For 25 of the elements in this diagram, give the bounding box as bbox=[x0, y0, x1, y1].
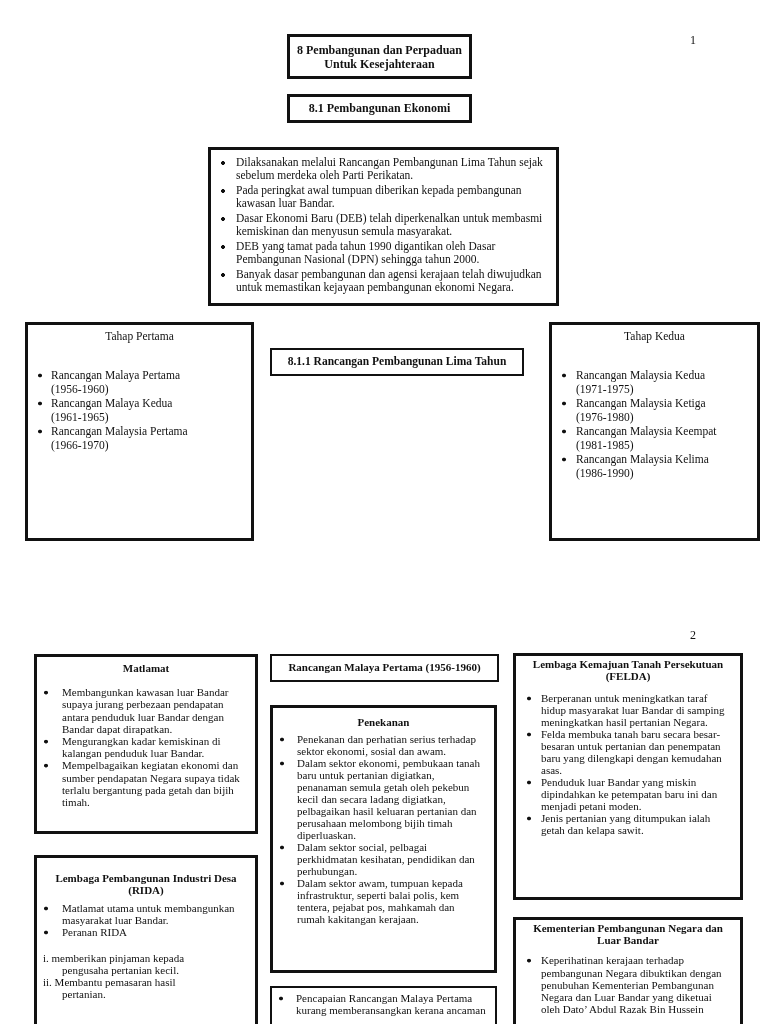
info-panel bbox=[208, 147, 559, 306]
panel-heading: Penekanan bbox=[356, 716, 411, 728]
info-panel bbox=[270, 705, 497, 973]
sub-list-item: ii. Membantu pemasaran hasil pertanian. bbox=[43, 976, 177, 1000]
page-number: 1 bbox=[690, 33, 696, 47]
page-number: 2 bbox=[690, 628, 696, 642]
subsection-heading-box: 8.1.1 Rancangan Pembangunan Lima Tahun bbox=[270, 348, 524, 376]
panel-heading: Lembaga Pembangunan Industri Desa (RIDA) bbox=[54, 872, 238, 896]
panel-heading: Kementerian Pembangunan Negara dan Luar Bandar bbox=[532, 922, 724, 947]
info-panel bbox=[513, 917, 743, 1024]
section-heading-box: 8.1 Pembangunan Ekonomi bbox=[287, 94, 472, 123]
list-item: Berperanan untuk meningkatkan taraf hidup masyarakat luar Bandar di samping meningkatkan hasil pertanian Negara. bbox=[526, 692, 728, 728]
note-panel bbox=[270, 986, 497, 1024]
info-panel bbox=[34, 654, 258, 834]
stage-panel bbox=[25, 322, 254, 541]
panel-heading: Lembaga Kemajuan Tanah Persekutuan (FELDA) bbox=[531, 658, 725, 682]
info-panel bbox=[34, 855, 258, 1024]
chapter-title-box: 8 Pembangunan dan Perpaduan Untuk Kesejahteraan bbox=[287, 34, 472, 79]
stage-panel bbox=[549, 322, 760, 541]
panel-heading: Matlamat bbox=[121, 662, 171, 675]
plan-heading-box: Rancangan Malaya Pertama (1956-1960) bbox=[270, 654, 499, 682]
info-panel bbox=[513, 653, 743, 900]
panel-heading: Tahap Pertama bbox=[104, 329, 175, 343]
panel-heading: Tahap Kedua bbox=[623, 329, 686, 343]
sub-list-item: i. memberikan pinjaman kepada pengusaha pertanian kecil. bbox=[43, 952, 186, 976]
